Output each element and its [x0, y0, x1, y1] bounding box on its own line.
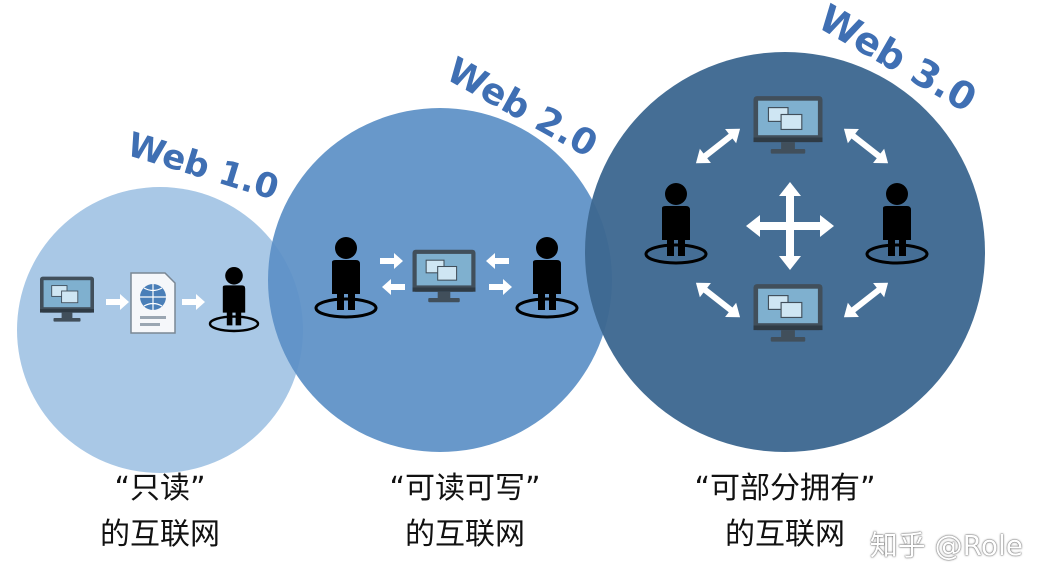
web2-caption-line2: 的互联网 [405, 517, 525, 552]
web1-caption-line2: 的互联网 [100, 517, 220, 552]
web3-caption-line1: “可部分拥有” [694, 471, 876, 506]
web3-content [644, 95, 929, 343]
four-way-arrow-icon [746, 182, 834, 270]
web1-caption: “只读” 的互联网 [60, 466, 260, 558]
web1-caption-line1: “只读” [114, 471, 206, 506]
web2-caption: “可读可写” 的互联网 [355, 466, 575, 558]
web3-caption-line2: 的互联网 [725, 517, 845, 552]
web2-caption-line1: “可读可写” [389, 471, 541, 506]
web1-content [39, 265, 260, 334]
web3-caption: “可部分拥有” 的互联网 [660, 466, 910, 558]
webpage-document-icon [130, 272, 176, 334]
watermark: 知乎 @Role [869, 529, 1023, 562]
